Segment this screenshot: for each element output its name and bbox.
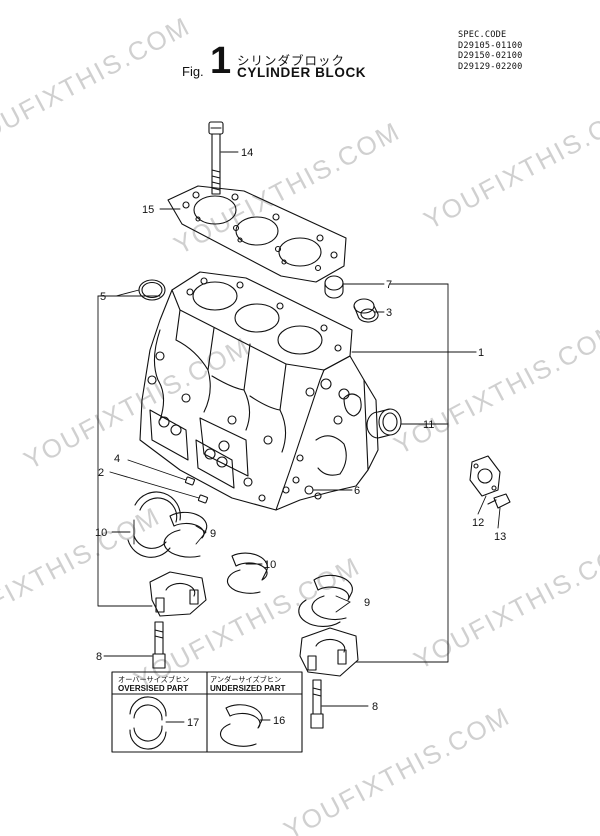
oversize-heading-en: OVERSISED PART <box>118 684 188 693</box>
watermark-text: YOUFIXTHIS.COM <box>279 701 516 836</box>
cap-bolt-right-part <box>310 679 324 729</box>
callout-labels: 14 15 7 5 3 1 11 4 2 6 12 13 10 9 10 9 8… <box>95 147 506 729</box>
leader-lines <box>97 151 501 723</box>
spec-code-line: D29129-02200 <box>458 61 523 72</box>
callout-16: 16 <box>273 715 285 727</box>
o-ring-part <box>138 279 166 301</box>
spec-code-line: D29105-01100 <box>458 40 523 51</box>
callout-13: 13 <box>494 531 506 543</box>
callout-10: 10 <box>95 527 107 539</box>
undersize-heading-en: UNDERSIZED PART <box>210 684 286 693</box>
thrust-washer-upper-part <box>127 491 181 558</box>
watermark-text: YOUFIXTHIS.COM <box>419 91 600 236</box>
callout-15: 15 <box>142 204 154 216</box>
callout-17: 17 <box>187 717 199 729</box>
callout-2: 2 <box>98 467 104 479</box>
callout-10: 10 <box>264 559 276 571</box>
undersize-heading-jp: アンダーサイズブヒン <box>210 675 281 684</box>
callout-8: 8 <box>96 651 102 663</box>
oversize-undersize-inset <box>111 671 303 753</box>
cap-bolt-left-part <box>152 621 166 669</box>
figure-title-english: CYLINDER BLOCK <box>237 65 367 80</box>
callout-3: 3 <box>386 307 392 319</box>
watermark-text: YOUFIXTHIS.COM <box>389 316 600 461</box>
watermark-layer: YOUFIXTHIS.COM YOUFIXTHIS.COM YOUFIXTHIS… <box>0 11 600 836</box>
cover-bolt-part <box>487 493 511 509</box>
callout-11: 11 <box>423 419 434 431</box>
flanged-plug-part <box>353 298 379 323</box>
cylinder-block-part <box>139 271 379 511</box>
watermark-text: YOUFIXTHIS.COM <box>0 501 165 646</box>
main-bearing-upper-part <box>163 511 268 594</box>
watermark-text: YOUFIXTHIS.COM <box>169 116 406 261</box>
plug-part <box>324 275 344 299</box>
callout-4: 4 <box>114 453 120 465</box>
figure-number: 1 <box>210 40 232 82</box>
cover-plate-part <box>469 455 501 497</box>
bushing-part <box>366 408 402 439</box>
callout-1: 1 <box>478 347 484 359</box>
main-bearing-lower-part <box>298 574 353 627</box>
callout-9: 9 <box>364 597 370 609</box>
callout-12: 12 <box>472 517 484 529</box>
callout-14: 14 <box>241 147 253 159</box>
spec-code-block: SPEC.CODE D29105-01100 D29150-02100 D291… <box>458 30 523 72</box>
callout-9: 9 <box>210 528 216 540</box>
head-gasket-part <box>167 185 347 283</box>
callout-7: 7 <box>386 279 392 291</box>
callout-5: 5 <box>100 291 106 303</box>
small-plugs <box>184 476 314 504</box>
spec-code-heading: SPEC.CODE <box>458 30 507 40</box>
watermark-text: YOUFIXTHIS.COM <box>409 531 600 676</box>
oversize-heading-jp: オーバーサイズブヒン <box>118 675 189 684</box>
callout-6: 6 <box>354 485 360 497</box>
callout-8: 8 <box>372 701 378 713</box>
figure-title-japanese: シリンダブロック <box>237 53 346 68</box>
inset-headings: オーバーサイズブヒン OVERSISED PART アンダーサイズブヒン UND… <box>118 675 286 693</box>
watermark-text: YOUFIXTHIS.COM <box>129 551 366 696</box>
watermark-text: YOUFIXTHIS.COM <box>0 11 195 156</box>
head-bolt-part <box>208 121 224 195</box>
figure-prefix: Fig. <box>182 64 204 79</box>
rear-bearing-cap-part <box>299 627 359 677</box>
spec-code-line: D29150-02100 <box>458 51 523 62</box>
main-bearing-cap-part <box>149 571 207 617</box>
